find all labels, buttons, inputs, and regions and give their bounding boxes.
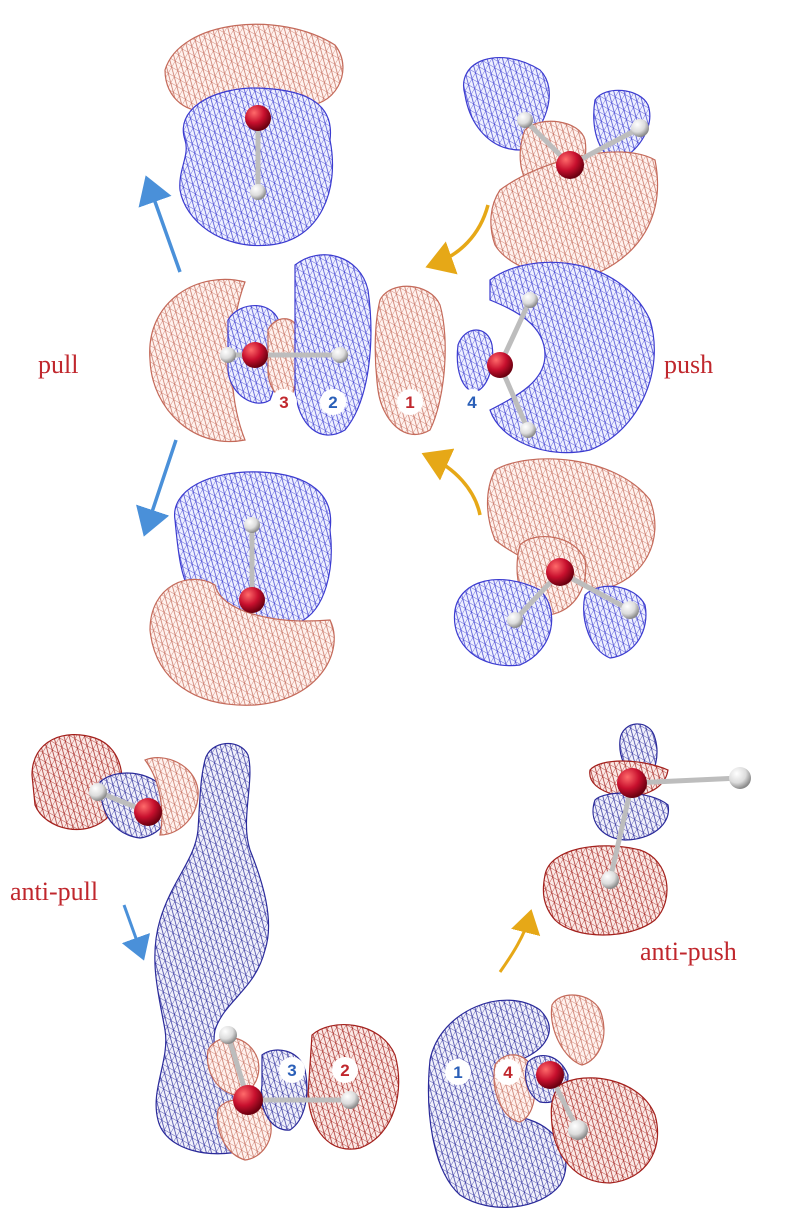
svg-text:4: 4 xyxy=(467,393,477,412)
svg-text:3: 3 xyxy=(287,1061,296,1080)
orbital-anti-push xyxy=(429,995,658,1207)
arrow-anti-pull xyxy=(124,905,142,955)
orbital-top-right xyxy=(464,58,658,277)
svg-text:2: 2 xyxy=(328,393,337,412)
svg-text:2: 2 xyxy=(340,1061,349,1080)
arrow-pull-up xyxy=(148,182,180,272)
orbital-anti-push-fragment xyxy=(543,724,751,935)
marker-top-4: 4 xyxy=(459,389,485,415)
label-anti-push: anti-push xyxy=(640,937,737,966)
marker-top-2: 2 xyxy=(320,389,346,415)
marker-bottom-2: 2 xyxy=(332,1057,358,1083)
orbital-lower-right xyxy=(454,459,654,666)
orbital-lower-left xyxy=(150,472,334,705)
label-push: push xyxy=(664,350,713,379)
label-pull: pull xyxy=(38,350,78,379)
arrow-push-down xyxy=(432,205,488,265)
marker-top-3: 3 xyxy=(271,389,297,415)
marker-bottom-3: 3 xyxy=(279,1057,305,1083)
svg-text:1: 1 xyxy=(405,393,414,412)
arrow-anti-push xyxy=(500,915,530,972)
orbital-top-left xyxy=(165,24,343,245)
orbital-middle-right xyxy=(375,262,654,452)
arrow-push-up xyxy=(428,456,480,515)
orbital-anti-pull-fragment xyxy=(32,735,198,838)
marker-top-1: 1 xyxy=(397,389,423,415)
marker-bottom-1: 1 xyxy=(445,1059,471,1085)
svg-text:4: 4 xyxy=(503,1063,513,1082)
svg-text:1: 1 xyxy=(453,1063,462,1082)
svg-text:3: 3 xyxy=(279,393,288,412)
arrow-pull-down xyxy=(146,440,176,530)
label-anti-pull: anti-pull xyxy=(10,877,98,906)
marker-bottom-4: 4 xyxy=(495,1059,521,1085)
